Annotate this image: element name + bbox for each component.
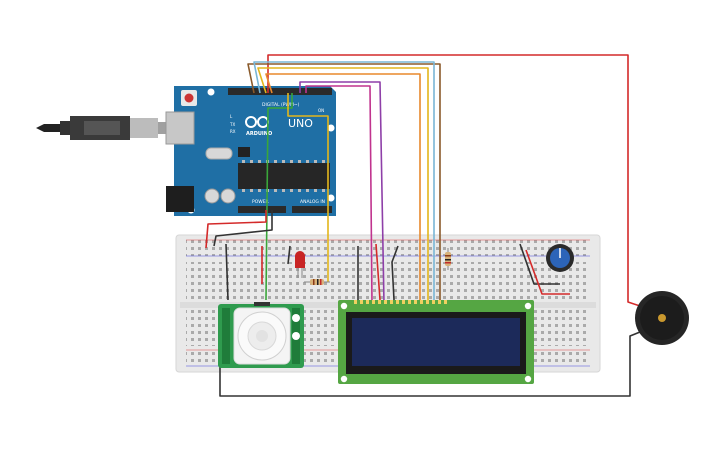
wire-brown xyxy=(247,63,441,304)
atmega-chip xyxy=(238,163,330,189)
jumper-black-pot xyxy=(519,243,560,285)
l-label: L xyxy=(230,114,233,119)
usb-port xyxy=(165,111,195,145)
breadboard-upper-terminal xyxy=(186,262,590,300)
wire-yellow xyxy=(257,67,429,304)
lcd-screen xyxy=(352,318,520,366)
arduino-brand-label: ARDUINO xyxy=(246,131,272,137)
wire-purple xyxy=(299,81,385,305)
analog-header xyxy=(292,206,332,213)
jumper-black-2 xyxy=(287,245,291,265)
digital-pwm-label: DIGITAL (PWM~) xyxy=(262,102,300,108)
wires xyxy=(205,54,641,397)
usb-cable xyxy=(36,116,174,140)
pir-sensor xyxy=(218,302,304,368)
power-header xyxy=(238,206,286,213)
dc-jack xyxy=(166,186,194,212)
jumper-red-pot xyxy=(525,249,570,295)
jumper-red-2 xyxy=(375,243,381,301)
wire-black-buzzer xyxy=(219,331,641,397)
breadboard-top-rail xyxy=(186,240,590,256)
on-label: ON xyxy=(318,108,324,113)
rx-label: RX xyxy=(230,129,236,134)
wire-black-gnd xyxy=(213,210,273,247)
digital-header xyxy=(228,88,332,95)
jumper-black-4 xyxy=(391,245,399,301)
wire-magenta xyxy=(305,85,373,305)
buzzer-center-icon xyxy=(658,314,666,322)
lcd-display xyxy=(338,300,534,384)
wire-red-5v xyxy=(205,210,267,249)
power-label: POWER xyxy=(252,199,269,205)
red-led xyxy=(295,251,305,278)
lcd-resistor xyxy=(445,248,451,270)
arduino-model-label: UNO xyxy=(288,117,313,130)
wire-orange xyxy=(265,73,421,304)
wire-green xyxy=(265,93,293,301)
wire-yellow-led xyxy=(287,93,329,282)
potentiometer[interactable] xyxy=(546,244,574,272)
arduino-uno-board: DIGITAL (PWM~) ARDUINO UNO TX RX L POWER… xyxy=(165,86,336,216)
tx-label: TX xyxy=(229,122,235,127)
piezo-buzzer xyxy=(635,291,689,345)
led-resistor xyxy=(304,279,330,285)
jumper-black-1 xyxy=(225,243,229,301)
analog-label: ANALOG IN xyxy=(300,199,325,205)
wire-lightblue xyxy=(253,61,435,304)
